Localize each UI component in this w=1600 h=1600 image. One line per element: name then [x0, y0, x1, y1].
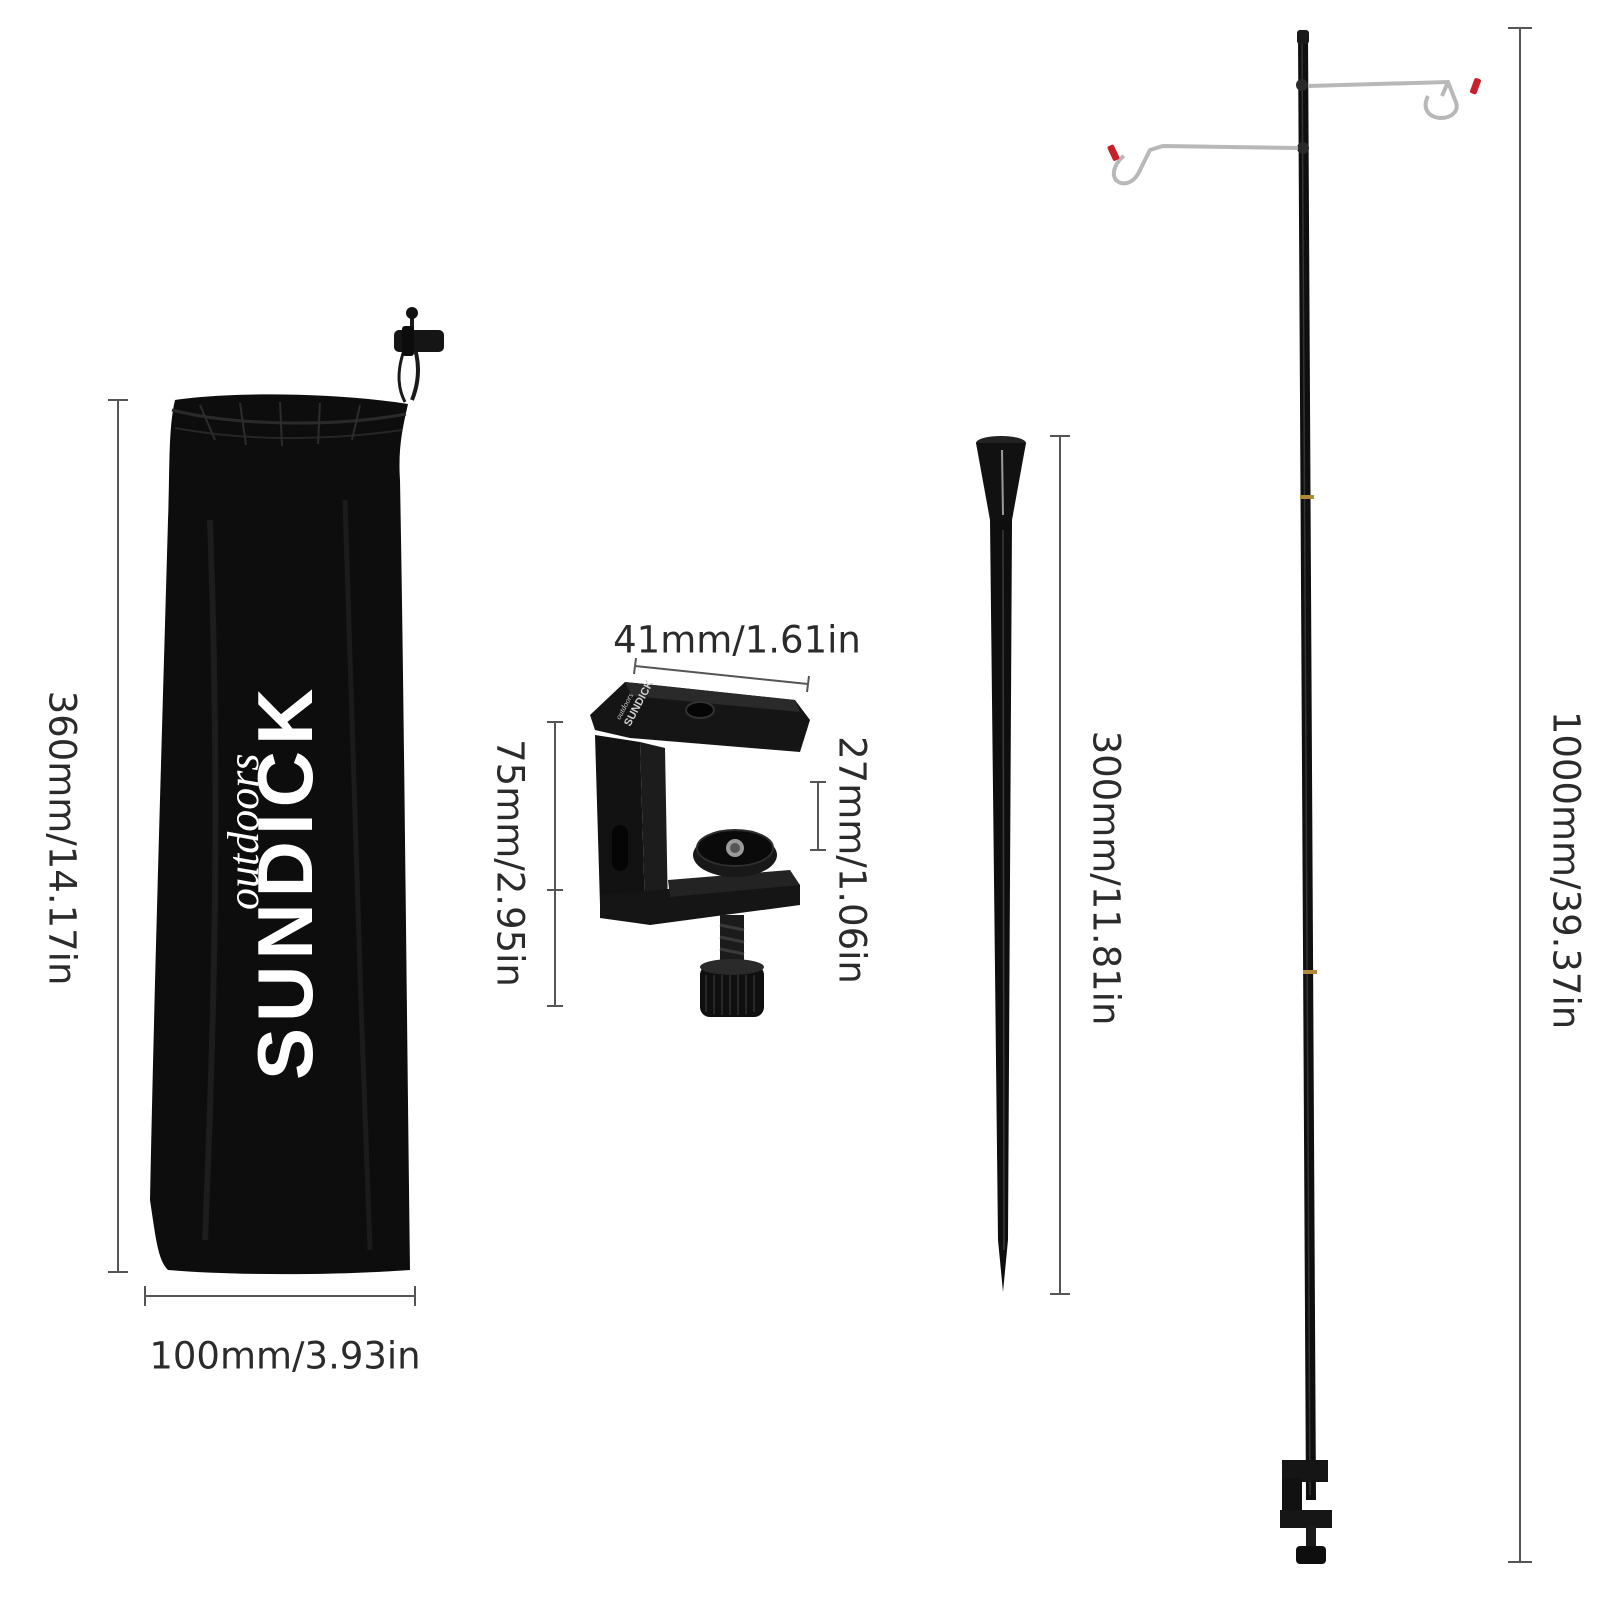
bag-height-dimension-line: [108, 399, 128, 1273]
left-hanging-hook: [1107, 143, 1299, 186]
brass-joint-lower: [1303, 970, 1317, 974]
ground-stake: [976, 436, 1026, 1292]
bag-height-label: 360mm/14.17in: [40, 690, 84, 986]
table-clamp: SUNDICK outdoors: [590, 678, 810, 1017]
clamp-width-dimension-line: [633, 657, 810, 693]
clamp-height-dimension-line: [547, 721, 563, 1007]
pole-length-dimension-line: [1508, 27, 1532, 1563]
clamp-jaw-dimension-line: [810, 781, 826, 851]
stake-length-dimension-line: [1050, 435, 1070, 1295]
clamp-jaw-label: 27mm/1.06in: [830, 736, 874, 984]
right-hanging-hook: [1307, 78, 1481, 121]
bag-width-dimension-line: [144, 1286, 416, 1306]
pole-clamp-base: [1280, 1460, 1332, 1564]
bag-width-label: 100mm/3.93in: [149, 1334, 421, 1378]
bag-brand-name: SUNDICK: [241, 683, 329, 1080]
storage-bag: SUNDICK outdoors: [150, 307, 444, 1275]
brass-joint-upper: [1300, 495, 1314, 499]
pole-length-label: 1000mm/39.37in: [1544, 710, 1588, 1030]
lantern-pole: [1107, 30, 1481, 1564]
clamp-height-label: 75mm/2.95in: [488, 739, 532, 987]
bag-brand-script: outdoors: [219, 754, 268, 910]
cord-toggle: [394, 326, 444, 356]
clamp-width-label: 41mm/1.61in: [613, 618, 861, 662]
stake-length-label: 300mm/11.81in: [1084, 730, 1128, 1026]
